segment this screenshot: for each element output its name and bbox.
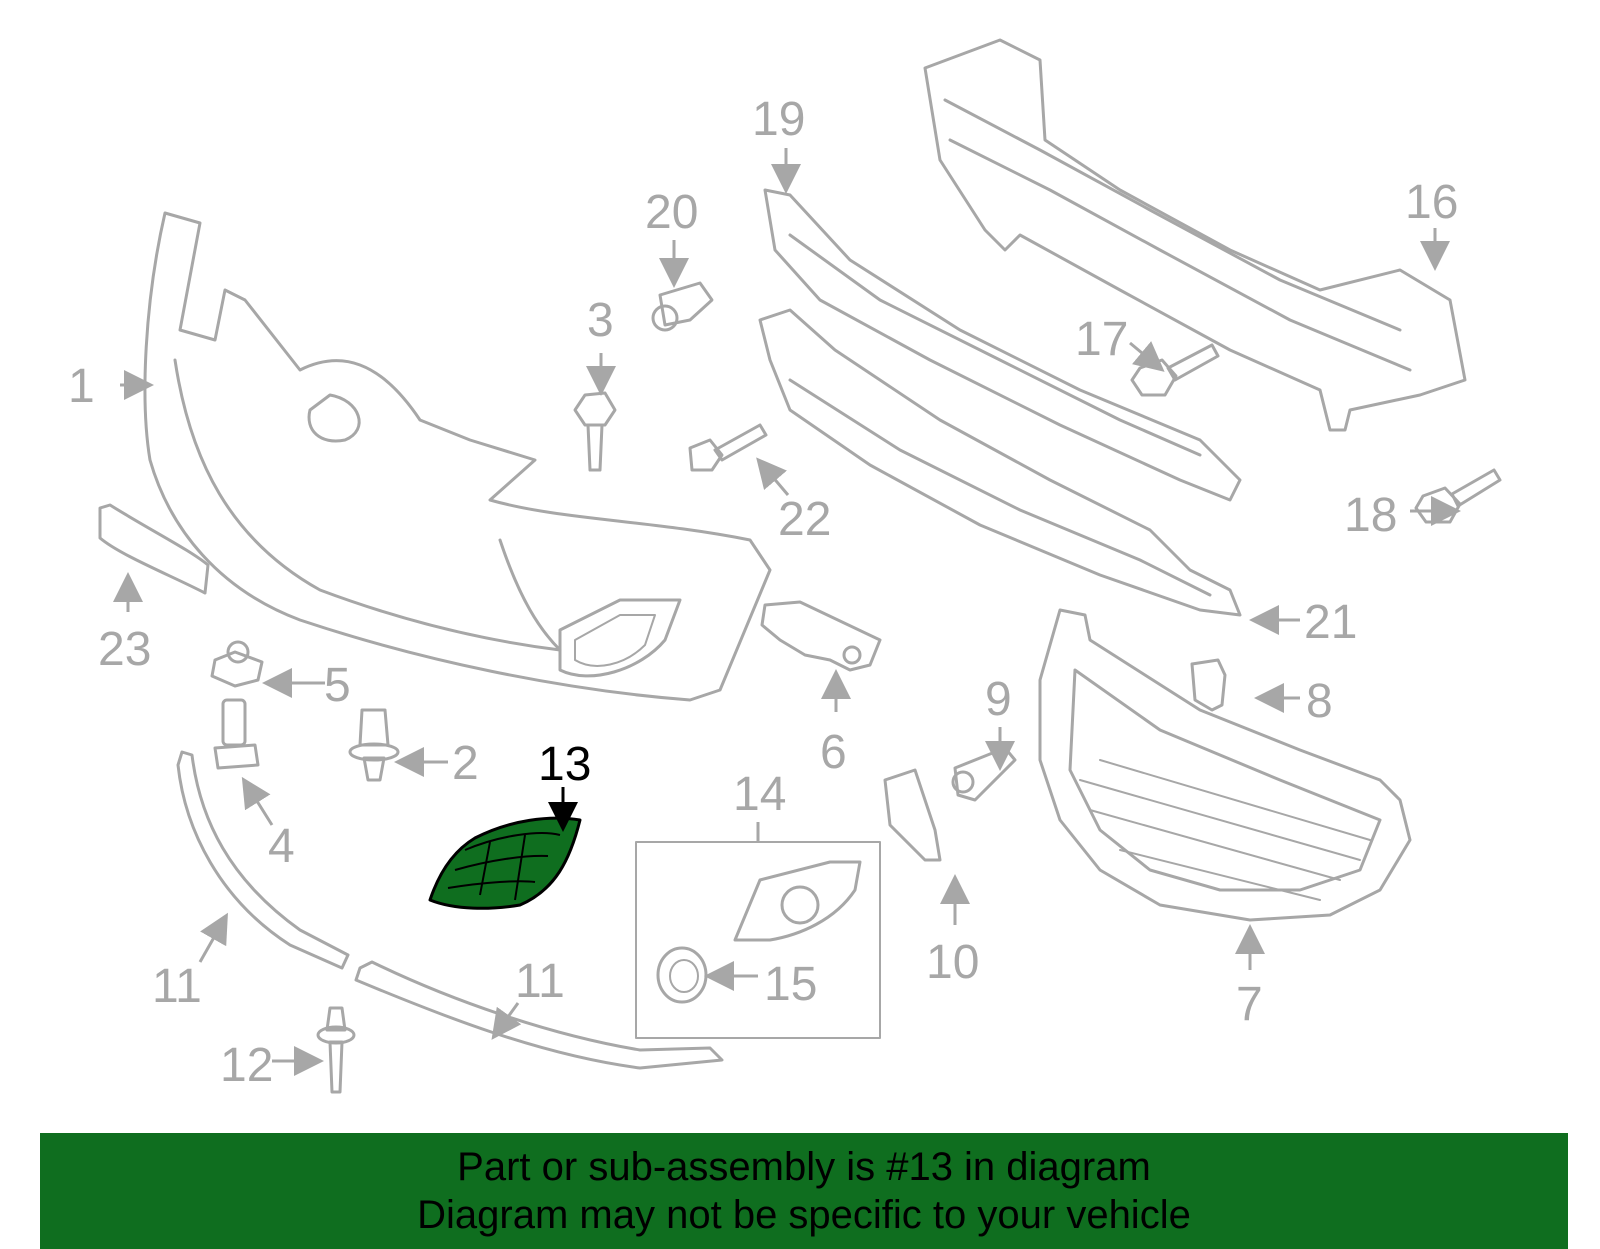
clip-9-part: [951, 746, 1017, 802]
bolt-18-part: [1414, 468, 1502, 524]
callout-19: 19: [752, 93, 805, 146]
callout-15: 15: [764, 958, 817, 1011]
callout-4: 4: [268, 820, 295, 873]
clip-8-part: [1190, 658, 1227, 712]
grille-part: [1038, 608, 1412, 922]
callout-13: 13: [538, 738, 591, 791]
side-molding-part: [98, 503, 210, 595]
callout-8: 8: [1306, 675, 1333, 728]
push-pin-part: [348, 708, 400, 782]
push-rivet-part: [316, 1006, 356, 1094]
fog-lamp-part: [656, 946, 708, 1004]
callout-3: 3: [587, 294, 614, 347]
callout-6: 6: [820, 726, 847, 779]
callout-11-right: 11: [515, 955, 565, 1008]
callout-23: 23: [98, 623, 151, 676]
fog-lamp-bezel-part: [428, 816, 582, 910]
reinforcement-part: [923, 38, 1467, 432]
callout-18: 18: [1344, 489, 1397, 542]
callout-9: 9: [985, 673, 1012, 726]
callout-12: 12: [220, 1039, 273, 1092]
callout-1: 1: [68, 360, 95, 413]
callout-21: 21: [1304, 596, 1357, 649]
bolt-4-part: [213, 698, 260, 770]
lower-absorber-part: [758, 308, 1242, 617]
callout-2: 2: [452, 737, 479, 790]
callout-11-left: 11: [152, 960, 202, 1013]
energy-absorber-part: [763, 188, 1242, 502]
callout-16: 16: [1405, 176, 1458, 229]
bracket-10-part: [883, 768, 942, 862]
callout-20: 20: [645, 186, 698, 239]
footer-banner: Part or sub-assembly is #13 in diagram D…: [40, 1133, 1568, 1249]
callout-5: 5: [324, 659, 351, 712]
nut-clip-part: [210, 640, 264, 688]
bolt-17-part: [1130, 343, 1220, 397]
callout-7: 7: [1236, 978, 1263, 1031]
fog-lamp-cover-part: [733, 860, 862, 942]
bolt-3-part: [573, 391, 617, 472]
callout-14: 14: [733, 768, 786, 821]
bracket-part: [760, 600, 882, 672]
leader-arrows: [113, 148, 1461, 1076]
callout-10: 10: [926, 936, 979, 989]
callout-17: 17: [1075, 313, 1128, 366]
lower-molding-right-part: [354, 960, 724, 1070]
clip-20-part: [651, 281, 714, 332]
bolt-22-part: [688, 423, 768, 472]
bumper-cover-part: [143, 211, 772, 702]
lower-molding-left-part: [176, 750, 350, 970]
footer-line-2: Diagram may not be specific to your vehi…: [417, 1193, 1191, 1237]
callout-22: 22: [778, 493, 831, 546]
footer-line-1: Part or sub-assembly is #13 in diagram: [457, 1145, 1151, 1189]
